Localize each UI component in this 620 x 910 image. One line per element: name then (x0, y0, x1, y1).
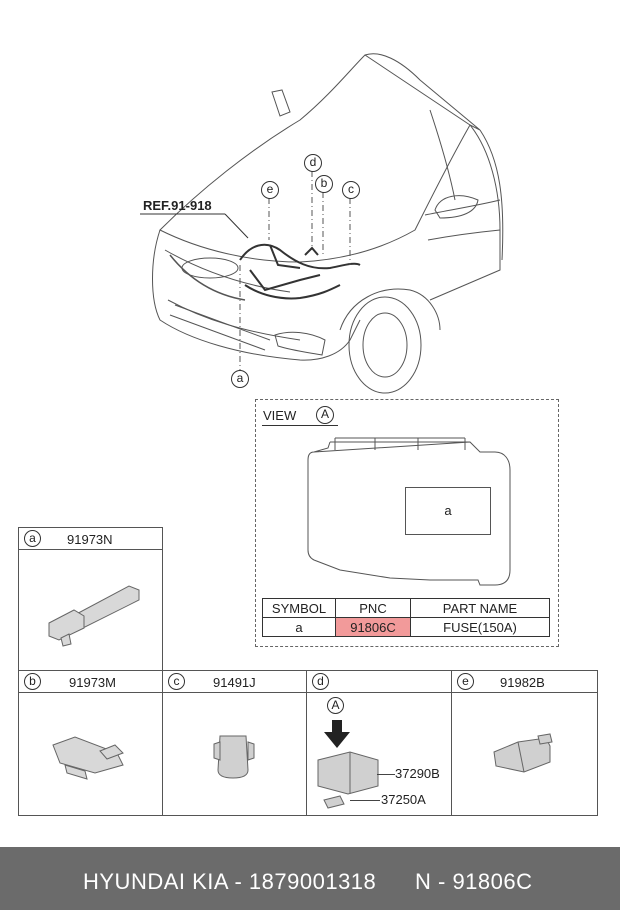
part-e-header: e 91982B (452, 671, 597, 693)
part-name-header: PART NAME (410, 598, 550, 618)
part-d-divider (306, 671, 307, 815)
part-a-code: 91973N (67, 532, 113, 547)
car-hood (159, 54, 471, 263)
arrow-down-icon (324, 720, 350, 748)
wiring-harness (239, 243, 361, 270)
footer-brand: HYUNDAI KIA - 1879001318 (83, 869, 377, 894)
part-e-callout: e (457, 673, 474, 690)
part-e-divider (451, 671, 452, 815)
car-side (429, 124, 501, 301)
view-a-panel (255, 399, 559, 647)
part-b-code: 91973M (69, 675, 116, 690)
fuse-location-box: a (405, 487, 491, 535)
footer-bar: HYUNDAI KIA - 1879001318 N - 91806C (0, 847, 620, 910)
part-d-view-marker: A (327, 697, 344, 714)
callout-b: b (315, 175, 333, 193)
callout-c: c (342, 181, 360, 199)
car-windshield (364, 53, 481, 131)
part-a-callout: a (24, 530, 41, 547)
car-mirror (434, 195, 479, 219)
part-b-drawing (52, 736, 124, 780)
part-name-cell: FUSE(150A) (410, 617, 550, 637)
car-headlight (274, 331, 326, 356)
symbol-cell: a (262, 617, 336, 637)
part-d-subpart-2: 37250A (381, 792, 426, 807)
part-box-a: a 91973N (18, 527, 163, 671)
car-illustration (140, 53, 504, 394)
part-e-code: 91982B (500, 675, 545, 690)
pnc-header: PNC (335, 598, 411, 618)
view-title: VIEW (263, 408, 296, 423)
fuse-block-outline (307, 437, 511, 586)
part-b-header: b 91973M (19, 671, 163, 693)
part-b-callout: b (24, 673, 41, 690)
part-a-drawing (48, 585, 140, 647)
callout-d: d (304, 154, 322, 172)
view-marker: A (316, 406, 334, 424)
reference-label: REF.91-918 (143, 198, 212, 213)
part-d-callout: d (312, 673, 329, 690)
part-c-callout: c (168, 673, 185, 690)
symbol-table: SYMBOL PNC PART NAME a 91806C FUSE(150A) (262, 598, 550, 637)
parts-row (18, 670, 598, 816)
part-a-header: a 91973N (19, 528, 162, 550)
car-wheel (348, 296, 422, 394)
view-underline (262, 425, 338, 426)
part-c-divider (162, 671, 163, 815)
part-c-header: c 91491J (163, 671, 306, 693)
part-d-leader-1 (377, 774, 395, 775)
part-d-subpart-1: 37290B (395, 766, 440, 781)
view-title-text: VIEW (263, 408, 297, 423)
car-bumper (152, 229, 361, 361)
footer-pnc: N - 91806C (415, 869, 533, 894)
part-d-leader-2 (350, 800, 380, 801)
part-c-code: 91491J (213, 675, 256, 690)
part-d-drawing (317, 720, 379, 809)
fuse-location-label: a (444, 503, 452, 518)
callout-e: e (261, 181, 279, 199)
car-wheel-arch (339, 288, 441, 331)
callout-a: a (231, 370, 249, 388)
pnc-cell: 91806C (335, 617, 411, 637)
car-grille (169, 254, 246, 301)
symbol-header: SYMBOL (262, 598, 336, 618)
part-d-header: d (307, 671, 452, 693)
part-c-drawing (213, 735, 255, 779)
part-e-drawing (493, 733, 553, 773)
